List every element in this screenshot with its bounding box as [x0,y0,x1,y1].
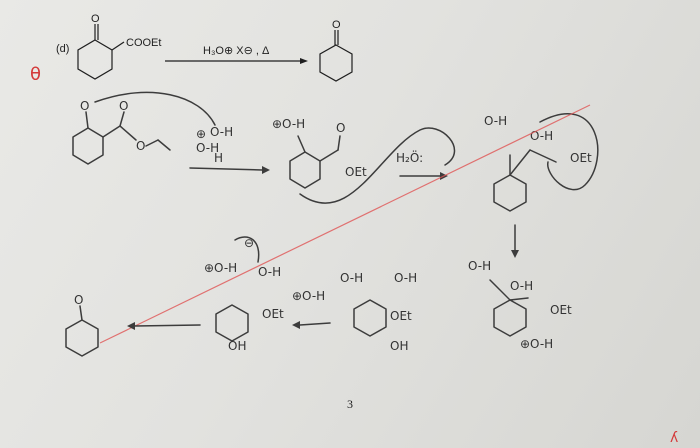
svg-text:O: O [336,121,345,135]
svg-text:OH: OH [390,339,408,353]
svg-text:O-H: O-H [196,141,219,155]
ester-group: COOEt [126,37,161,49]
svg-text:O-H: O-H [484,114,507,128]
step-4: O-H O-H OEt ⊕O-H [468,259,572,351]
step-5: O-H O-H OEt OH ⊕O-H [292,271,417,353]
svg-text:O-H: O-H [210,125,233,139]
svg-text:O: O [332,19,341,31]
svg-text:⊕O-H: ⊕O-H [204,261,237,275]
hydronium: ⊕ O-H O-H H [196,125,233,165]
final-product: O [65,293,99,357]
step-6: ⊕O-H O-H OEt OH ⊖ [204,236,284,353]
svg-text:OEt: OEt [570,151,592,165]
svg-text:OEt: OEt [550,303,572,317]
problem-d: (d) O COOEt H₃O⊕ X⊖ , Δ O [56,13,353,82]
svg-text:O-H: O-H [468,259,491,273]
svg-text:O-H: O-H [394,271,417,285]
svg-text:O: O [136,139,145,153]
margin-theta: θ [30,64,41,85]
red-strike-line [99,104,591,344]
reagents-label: H₃O⊕ X⊖ , Δ [203,45,270,57]
svg-text:O: O [80,99,89,113]
svg-text:H: H [214,151,223,165]
svg-text:O-H: O-H [340,271,363,285]
step-2-protonated: ⊕O-H O OEt [272,117,456,204]
svg-text:O-H: O-H [530,129,553,143]
svg-text:⊕O-H: ⊕O-H [272,117,305,131]
svg-text:⊖: ⊖ [244,236,254,250]
svg-text:⊕O-H: ⊕O-H [520,337,553,351]
svg-text:O-H: O-H [510,279,533,293]
svg-text:O: O [119,99,128,113]
svg-text:O: O [91,13,100,25]
page-number: 3 [347,397,353,411]
svg-text:H₂Ö:: H₂Ö: [396,149,423,165]
svg-text:OEt: OEt [345,165,367,179]
problem-label: (d) [56,43,69,55]
svg-text:OEt: OEt [390,309,412,323]
svg-text:OH: OH [228,339,246,353]
step-3-tetrahedral: O-H O-H OEt [484,113,599,212]
svg-text:⊕O-H: ⊕O-H [292,289,325,303]
svg-text:⊕: ⊕ [196,127,206,141]
red-corner-mark: ʎ [670,430,678,446]
svg-text:O-H: O-H [258,265,281,279]
reactant-ring [77,39,113,80]
svg-text:O: O [74,293,83,307]
svg-text:OEt: OEt [262,307,284,321]
step-1-reactant: O O O [72,91,216,165]
product-ring [319,44,353,82]
